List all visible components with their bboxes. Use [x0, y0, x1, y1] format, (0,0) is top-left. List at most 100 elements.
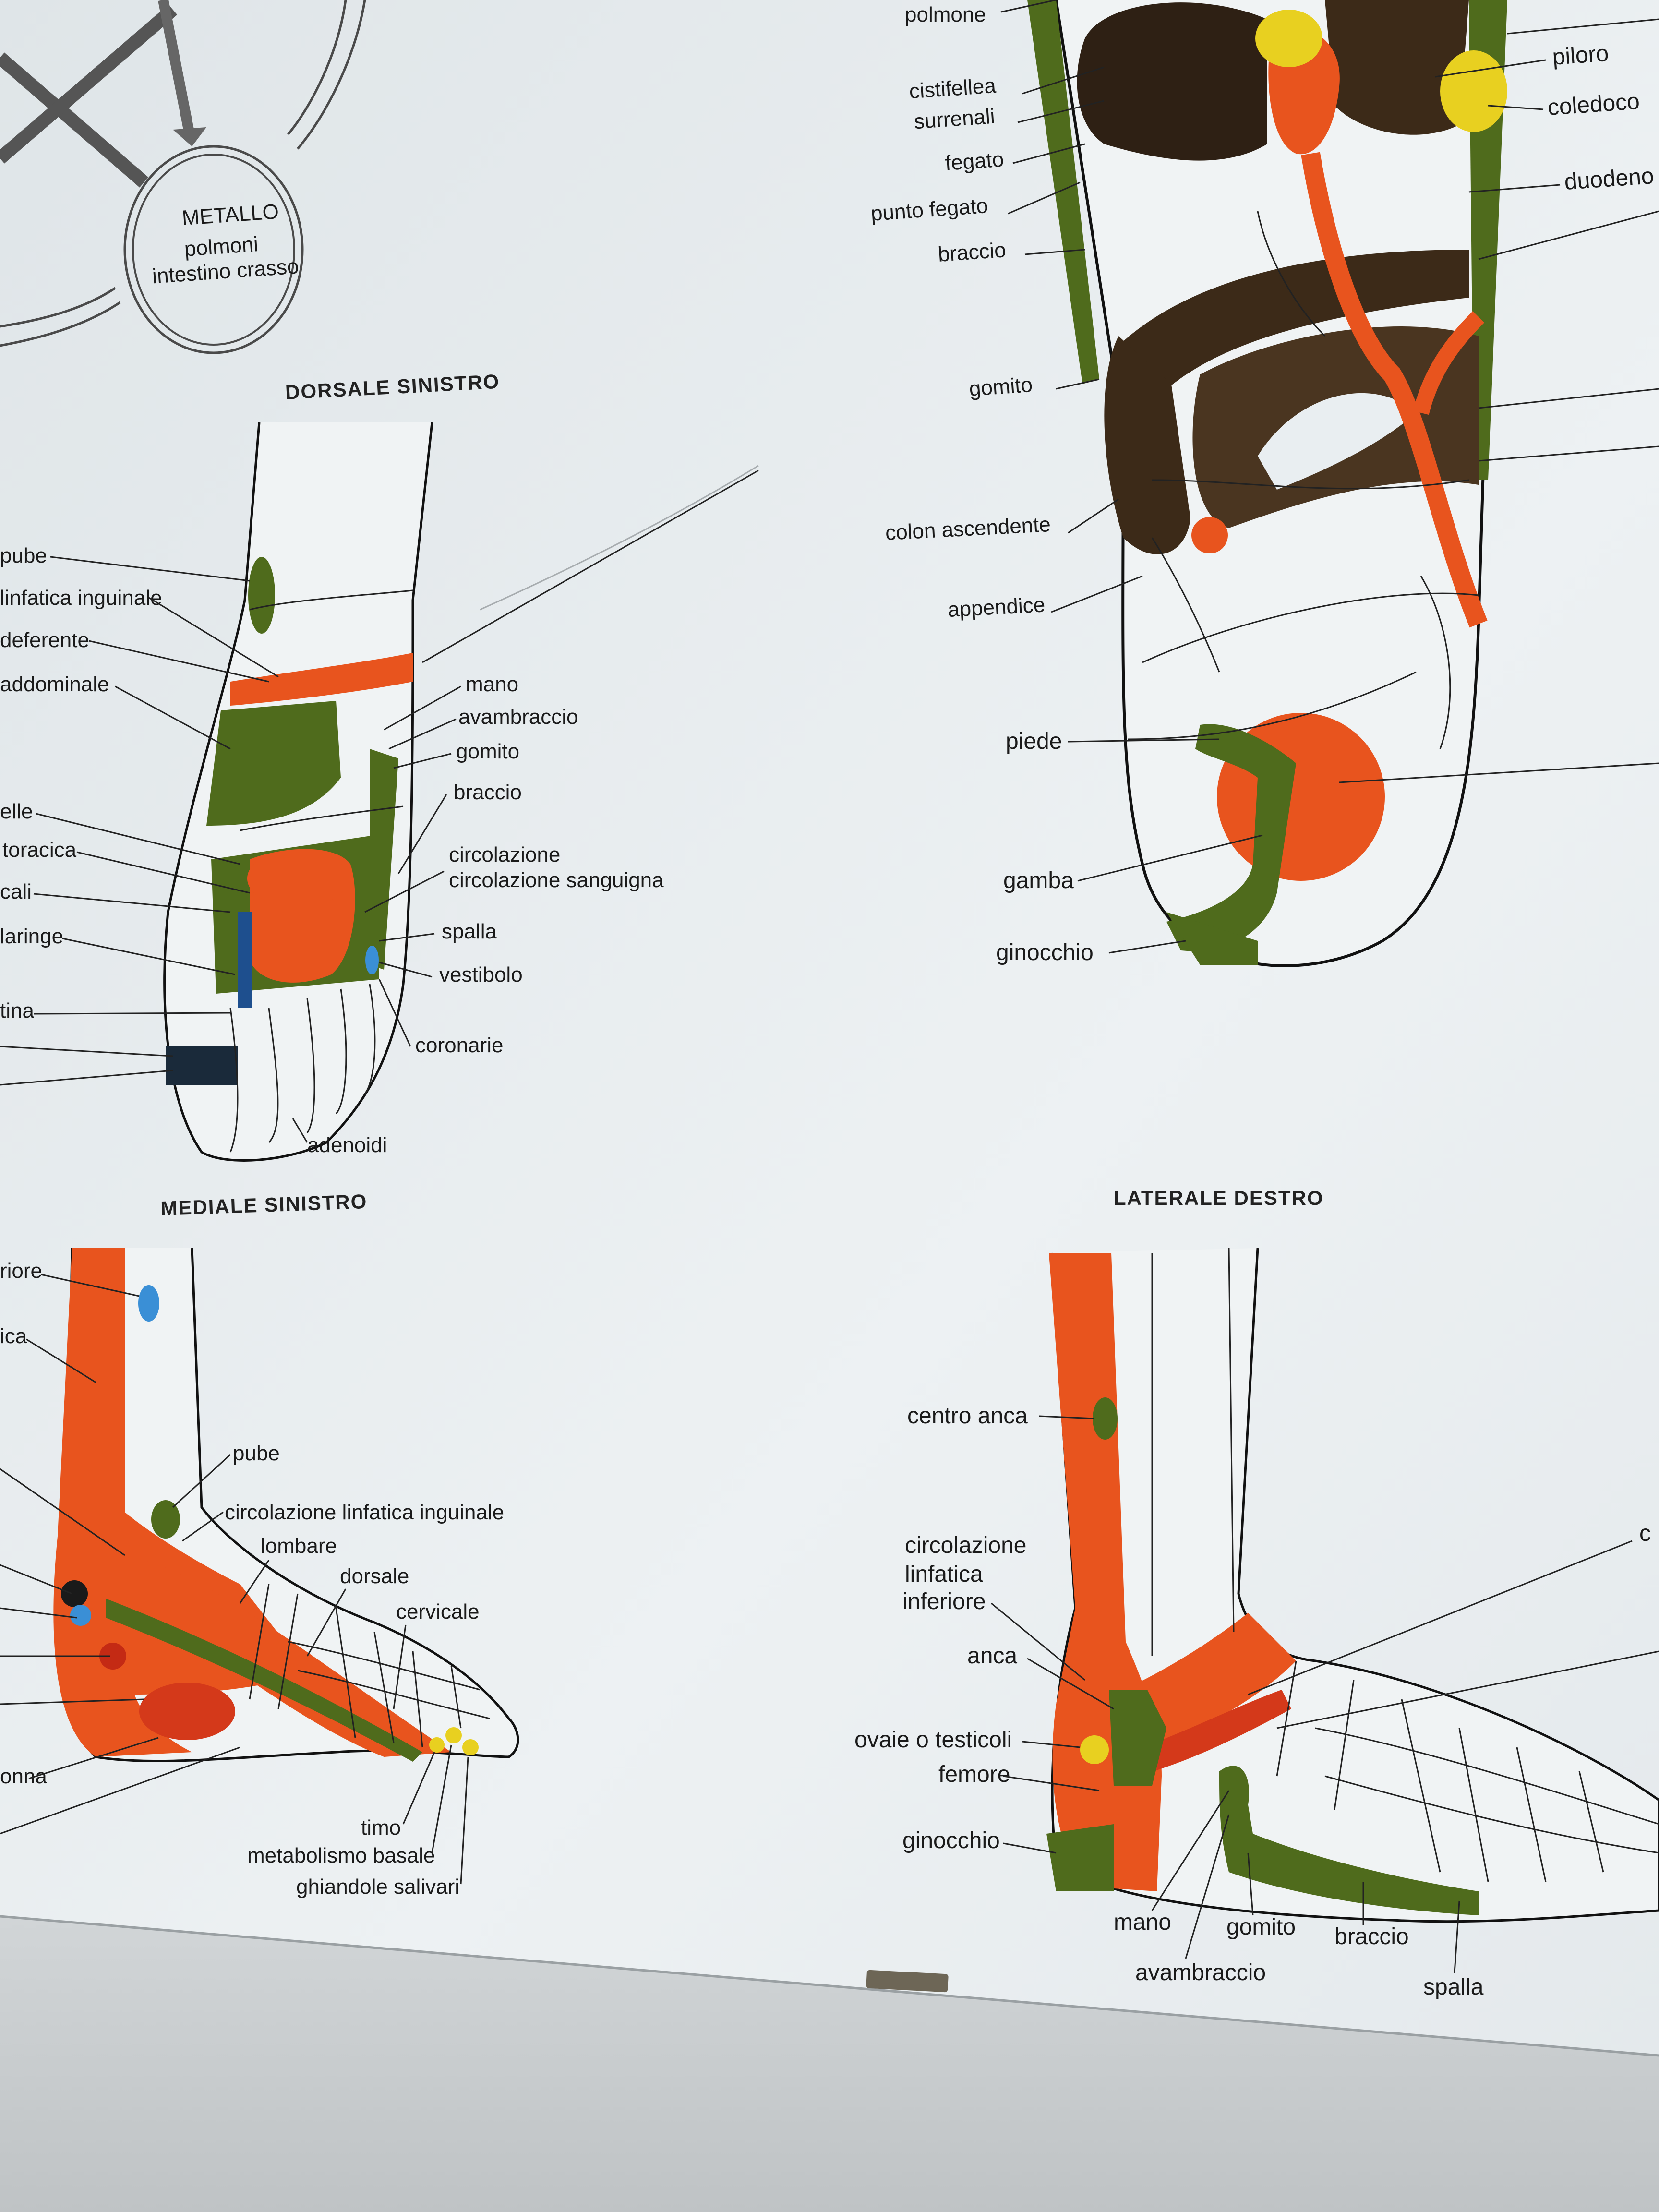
label-tina: tina: [0, 999, 34, 1022]
label-gomito-dorsal: gomito: [456, 740, 519, 763]
lateral-right-diagram: [1046, 1248, 1659, 1923]
dorsal-orange-top: [247, 850, 348, 907]
label-dorsale: dorsale: [340, 1564, 409, 1588]
metal-circle-inner: [132, 154, 295, 346]
label-circ-linfatica-inguinale: circolazione linfatica inguinale: [225, 1501, 504, 1524]
medial-left-labels: riore ica pube circolazione linfatica in…: [0, 1259, 504, 1899]
label-mano-lateral: mano: [1114, 1910, 1171, 1935]
medial-yellow-timo: [429, 1737, 445, 1753]
label-gamba: gamba: [1003, 868, 1074, 893]
label-c-cut: c: [1639, 1521, 1651, 1546]
label-pube-medial: pube: [233, 1442, 280, 1465]
element-cycle: [0, 0, 366, 354]
label-laringe: laringe: [0, 925, 63, 948]
label-toracica: toracica: [2, 838, 77, 862]
spine-orange-sole: [1301, 152, 1488, 628]
dorsal-blue-dot: [365, 946, 379, 974]
colon-transverse: [1118, 250, 1469, 394]
label-centro-anca: centro anca: [907, 1403, 1028, 1429]
label-fegato: fegato: [944, 148, 1004, 175]
label-metabolismo-basale: metabolismo basale: [247, 1844, 435, 1867]
label-piloro: piloro: [1551, 41, 1610, 70]
dorsal-leader-lines: [0, 469, 759, 1143]
label-cervicale: cervicale: [396, 1600, 480, 1623]
dorsal-green-right-strip: [370, 749, 398, 970]
medial-left-diagram: [53, 1248, 519, 1763]
lateral-right-labels: centro anca circolazione linfatica infer…: [854, 1403, 1659, 2000]
label-gomito-sole: gomito: [968, 373, 1033, 401]
label-coronarie: coronarie: [415, 1034, 503, 1057]
cycle-bottom-arc-b: [0, 287, 116, 328]
label-riore: riore: [0, 1259, 42, 1283]
label-femore: femore: [938, 1762, 1010, 1787]
lateral-bone-lines: [1151, 1248, 1659, 1882]
lateral-yellow-ovaie: [1080, 1735, 1109, 1764]
leg-knee-green: [1166, 724, 1296, 951]
pylorus-yellow: [1440, 50, 1507, 132]
label-circolazione-sanguigna-1: circolazione: [449, 843, 560, 866]
label-linfatica: linfatica: [905, 1562, 983, 1587]
label-ginocchio-sole: ginocchio: [996, 940, 1094, 965]
poster-clip: [866, 1970, 949, 1993]
dorsal-blue-strip: [238, 912, 252, 1008]
knee-green: [1166, 912, 1258, 965]
label-duodeno: duodeno: [1563, 163, 1655, 195]
label-circolazione-sanguigna: circolazione sanguigna: [449, 868, 664, 892]
medial-red-dot: [99, 1643, 126, 1670]
label-pube-dorsal: pube: [0, 544, 47, 567]
lateral-green-ankle: [1109, 1690, 1166, 1786]
cycle-curve-arrow: [297, 0, 366, 150]
label-surrenali: surrenali: [913, 105, 996, 134]
label-deferente: deferente: [0, 628, 89, 652]
label-adenoidi: adenoidi: [307, 1133, 387, 1157]
medial-yellow-metab: [445, 1727, 462, 1743]
medial-red-zone: [139, 1683, 235, 1740]
medial-blue-dot: [138, 1285, 159, 1322]
lateral-leader-lines: [991, 1415, 1659, 1973]
label-ovaie-testicoli: ovaie o testicoli: [854, 1727, 1012, 1753]
label-ghiandole-salivari: ghiandole salivari: [296, 1875, 459, 1899]
colon-ascending: [1104, 336, 1190, 554]
label-ica: ica: [0, 1324, 27, 1348]
label-braccio-sole: braccio: [937, 238, 1007, 266]
medial-bone-lines: [249, 1584, 490, 1748]
sole-right-labels: polmone cistifellea surrenali fegato pun…: [870, 0, 1659, 965]
stomach-zone: [1325, 0, 1469, 135]
label-appendice: appendice: [947, 593, 1046, 622]
label-linfatica-inguinale: linfatica inguinale: [0, 586, 162, 610]
label-onna: onna: [0, 1765, 47, 1788]
label-polmone: polmone: [905, 3, 986, 26]
label-gomito-lateral: gomito: [1226, 1914, 1296, 1940]
scratch-mark: [480, 465, 759, 611]
cycle-curve-arrow-b: [287, 0, 347, 135]
lateral-green-anca-dot: [1093, 1397, 1118, 1440]
label-circolazione: circolazione: [905, 1533, 1026, 1558]
medial-blue-dot-2: [70, 1605, 91, 1626]
label-spalla-lateral: spalla: [1423, 1974, 1484, 2000]
lateral-outline: [1050, 1248, 1659, 1923]
dorsal-dark-band: [166, 1046, 238, 1085]
cycle-arrow-down: [158, 0, 195, 136]
lateral-green-knee: [1046, 1824, 1114, 1891]
medial-leader-lines: [0, 1274, 469, 1885]
pale-loop: [1258, 393, 1416, 490]
label-inferiore: inferiore: [902, 1589, 986, 1614]
label-braccio-lateral: braccio: [1334, 1924, 1409, 1949]
label-lombare: lombare: [261, 1534, 337, 1558]
dorsal-left-labels: pube linfatica inguinale deferente addom…: [0, 469, 759, 1157]
sole-green-left: [1027, 0, 1099, 384]
dorsal-orange-band: [230, 653, 413, 706]
label-mano-dorsal: mano: [466, 673, 518, 696]
cycle-arrow-x1: [0, 52, 149, 188]
poster-edge: [0, 1915, 1659, 2057]
cycle-arrow-x2: [0, 4, 178, 164]
medial-dark-dot: [61, 1580, 88, 1607]
dorsal-left-diagram: [163, 422, 433, 1162]
label-braccio-dorsal: braccio: [454, 781, 522, 804]
medial-green-spine: [106, 1599, 422, 1762]
label-addominale: addominale: [0, 673, 109, 696]
dorsal-bone-lines: [229, 589, 413, 1153]
label-ginocchio-lateral: ginocchio: [902, 1828, 1000, 1853]
metal-line1: polmoni: [183, 232, 259, 261]
label-spalla-dorsal: spalla: [442, 920, 497, 943]
